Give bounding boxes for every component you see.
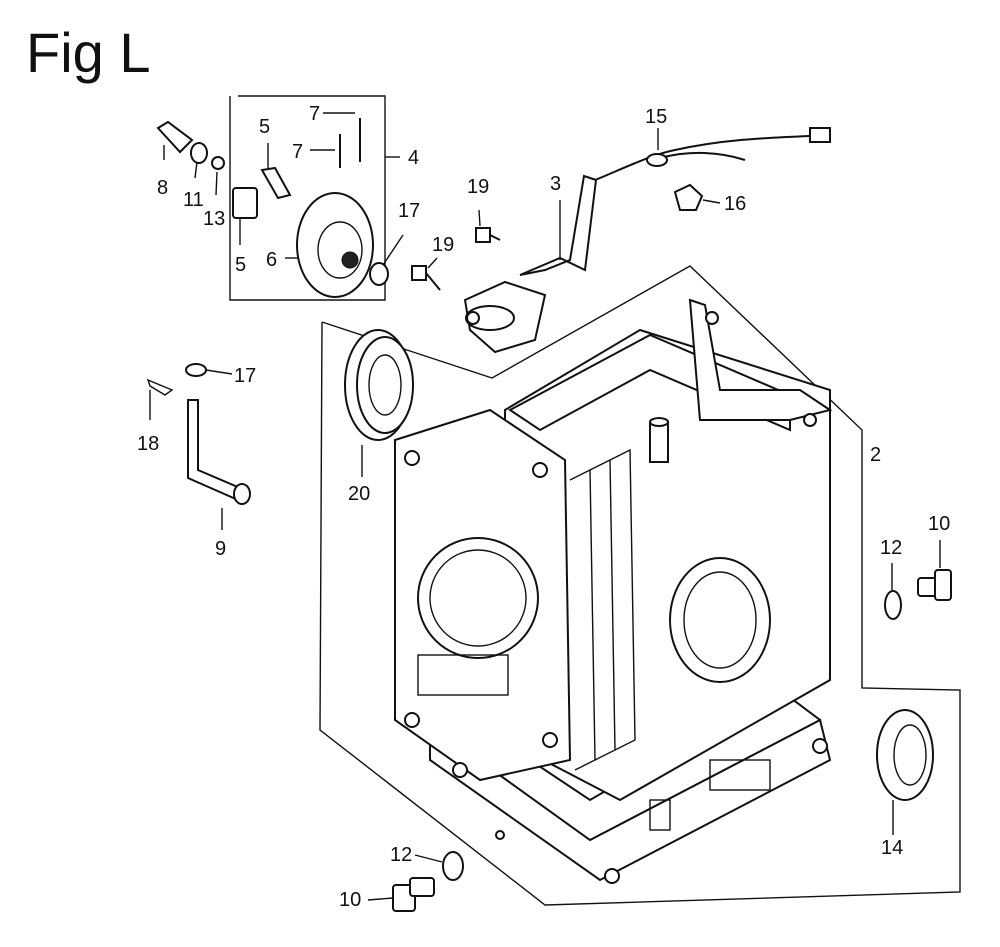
- governor-group-bracket: [229, 95, 400, 301]
- governor-arm-shaft-part-9: [187, 399, 251, 505]
- nut-part-16: [673, 183, 704, 211]
- oil-seal-part-14: [876, 709, 934, 801]
- crankcase-group-outline: [319, 265, 961, 906]
- bearing-part-20: [344, 329, 414, 441]
- oil-sensor-part-3: [463, 174, 598, 354]
- drain-bolt-part-10-bottom: [392, 877, 435, 912]
- callout-18: 18: [137, 433, 159, 455]
- callout-6: 6: [266, 249, 277, 271]
- washer-part-12-right: [884, 590, 902, 620]
- callout-2: 2: [870, 444, 881, 466]
- washer-part-17-left: [185, 363, 207, 377]
- callout-5-lower: 5: [235, 254, 246, 276]
- bolt-part-19-upper: [475, 227, 501, 243]
- washer-part-17-upper: [369, 262, 389, 286]
- clip-part-13: [211, 156, 225, 170]
- holder-pin-part-8: [156, 120, 194, 154]
- governor-gear-part-6: [296, 192, 374, 298]
- callout-16: 16: [724, 193, 746, 215]
- callout-9: 9: [215, 538, 226, 560]
- callout-5-upper: 5: [259, 116, 270, 138]
- pin-part-7: [339, 118, 361, 168]
- callout-17-left: 17: [234, 365, 256, 387]
- drain-bolt-part-10-right: [917, 569, 952, 601]
- callout-8: 8: [157, 177, 168, 199]
- callout-19-upper: 19: [467, 176, 489, 198]
- callout-12-right: 12: [880, 537, 902, 559]
- clip-part-18: [146, 378, 174, 396]
- callout-12-bottom: 12: [390, 844, 412, 866]
- callout-15: 15: [645, 106, 667, 128]
- callout-labels: 2 3 4 5 5 6 7 7 8 9 10 10 11 12 12 13 14…: [137, 103, 950, 911]
- callout-10-bottom: 10: [339, 889, 361, 911]
- callout-10-right: 10: [928, 513, 950, 535]
- callout-19-lower: 19: [432, 234, 454, 256]
- callout-13: 13: [203, 208, 225, 230]
- callout-17-upper: 17: [398, 200, 420, 222]
- bolt-part-19-lower: [411, 265, 441, 291]
- washer-part-11: [190, 142, 208, 164]
- governor-weight-part-5-upper: [260, 166, 292, 200]
- callout-3: 3: [550, 173, 561, 195]
- callout-11: 11: [183, 189, 204, 211]
- callout-7-upper: 7: [309, 103, 320, 125]
- figure-title: Fig L: [26, 21, 151, 84]
- wire-harness-part-15: [594, 127, 831, 181]
- crankcase-body: [394, 298, 833, 884]
- governor-weight-part-5-lower: [232, 187, 258, 219]
- washer-part-12-bottom: [442, 851, 464, 881]
- callout-7-lower: 7: [292, 141, 303, 163]
- callout-20: 20: [348, 483, 370, 505]
- callout-4: 4: [408, 147, 419, 169]
- callout-14: 14: [881, 837, 903, 859]
- leader-lines: [149, 112, 941, 901]
